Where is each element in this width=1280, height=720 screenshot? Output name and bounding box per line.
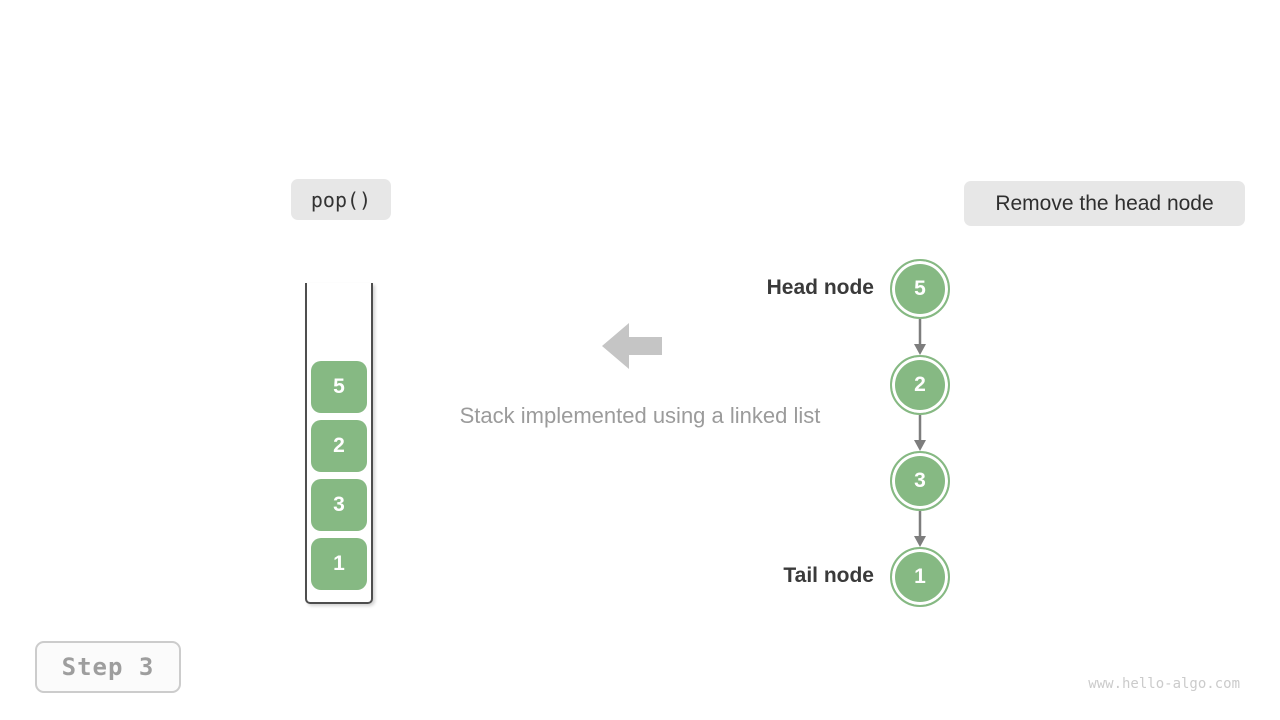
head-node-label: Head node: [766, 276, 874, 299]
linked-list: 5 2 3 1: [890, 259, 950, 607]
linked-list-node: 1: [890, 547, 950, 607]
down-arrow-icon: [913, 319, 927, 355]
stack-container: 5 2 3 1: [305, 283, 373, 604]
stack-item: 1: [311, 538, 367, 590]
stack-item: 3: [311, 479, 367, 531]
action-description-badge: Remove the head node: [964, 181, 1245, 226]
caption-text: Stack implemented using a linked list: [459, 403, 821, 428]
left-arrow-icon: [602, 323, 662, 374]
pop-operation-badge: pop(): [291, 179, 391, 220]
stack-item: 2: [311, 420, 367, 472]
watermark-text: www.hello-algo.com: [1088, 676, 1240, 692]
down-arrow-icon: [913, 511, 927, 547]
down-arrow-icon: [913, 415, 927, 451]
linked-list-node: 2: [890, 355, 950, 415]
stack-item: 5: [311, 361, 367, 413]
tail-node-label: Tail node: [783, 564, 874, 587]
linked-list-node: 3: [890, 451, 950, 511]
step-badge: Step 3: [35, 641, 181, 693]
linked-list-node: 5: [890, 259, 950, 319]
